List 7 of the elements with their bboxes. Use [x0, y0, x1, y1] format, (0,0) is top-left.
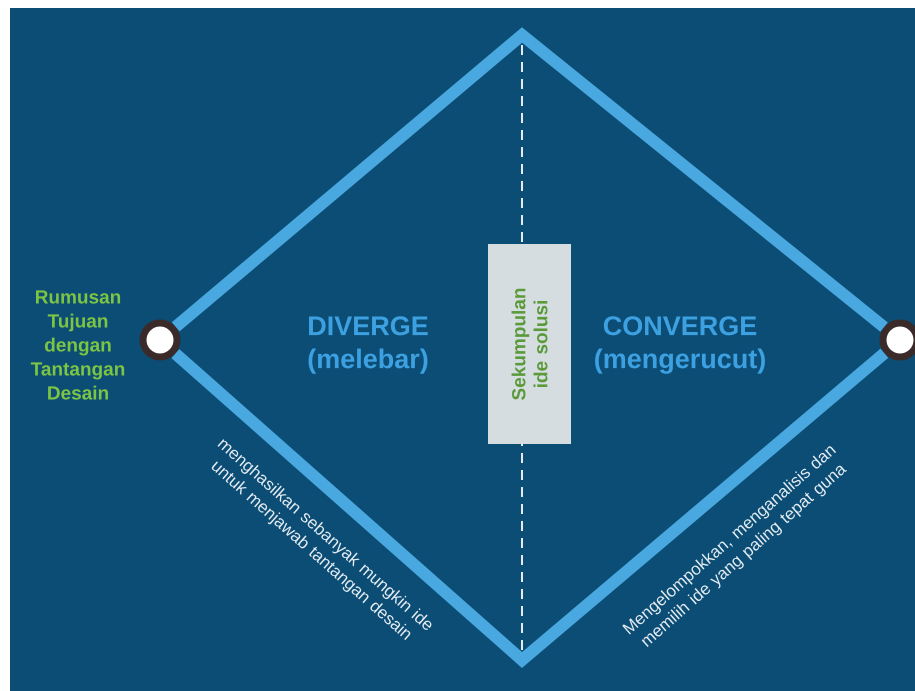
diamond-side-line: [172, 27, 888, 332]
phase-title: DIVERGE (melebar): [308, 316, 428, 374]
start-label: Rumusan Tujuan dengan Tantangan Desain: [30, 290, 124, 400]
diamond-side-line: [171, 348, 888, 668]
label-box: Sekumpulan ide solusi: [488, 244, 571, 444]
node-circle: [880, 320, 915, 360]
node-circle: [140, 320, 180, 360]
